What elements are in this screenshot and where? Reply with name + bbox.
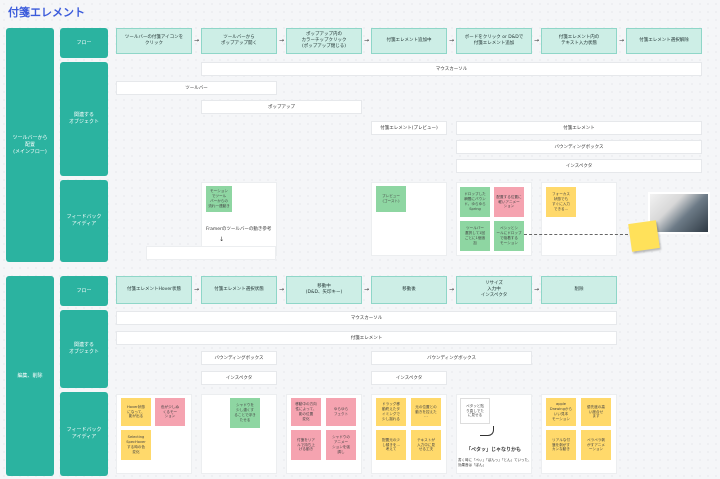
row-label-feedback: フィードバック アイディア (60, 180, 108, 262)
flow-step-2[interactable]: ツールバーから ポップアップ開く (201, 28, 277, 54)
object-toolbar: ツールバー (116, 81, 277, 95)
sticky-repaste[interactable]: ペタッと貼 り直しでた に見せる (460, 398, 490, 424)
edit-step-5[interactable]: リサイズ 入力中 インスペクタ (456, 276, 532, 304)
sticky-hover-shadow[interactable]: Hover状態 になって、 影が出る (121, 398, 151, 426)
object-popup: ポップアップ (201, 100, 362, 114)
object-inspector: インスペクタ (456, 159, 702, 173)
arrow-right-icon: → (534, 37, 540, 44)
arrow-right-icon: → (364, 286, 370, 293)
row-label-objects: 関連する オブジェクト (60, 62, 108, 176)
arrow-right-icon: → (534, 286, 540, 293)
sticky-drop-bounce[interactable]: ドロップした 瞬間にバウン ド。ゆらゆら Spring (460, 187, 490, 217)
row-label-objects-edit: 関連する オブジェクト (60, 310, 108, 388)
arrow-right-icon: → (619, 37, 625, 44)
sticky-shadow-animation[interactable]: シャドウの アニメー ションを強 調し (326, 430, 356, 460)
sticky-place-animation[interactable]: 配置する位置に 軽いアニメー ション (494, 187, 524, 217)
framer-reference-label: Framerのツールバーの動き参考 (206, 227, 272, 232)
edit-object-bbox-1: バウンディングボックス (201, 351, 277, 365)
flow-step-5[interactable]: ボードをクリック or D&Dで 付箋エレメント追加 (456, 28, 532, 54)
arrow-right-icon: → (364, 37, 370, 44)
sticky-illustration-image (628, 220, 660, 252)
edit-object-bbox-2: バウンディングボックス (371, 351, 532, 365)
sticky-text-input-idea[interactable]: テキストが 入力中に見 せる工夫 (411, 430, 441, 460)
sticky-peel-motion[interactable]: リアルな付 箋を剥がす カンな動き (546, 430, 576, 460)
edit-step-2[interactable]: 付箋エレメント選択状態 (201, 276, 277, 304)
sound-effect-note: 書く時に「ぺぃ」「ぽんっ」「とん」ていった、効果音は「ぽん」 (458, 458, 532, 467)
sticky-select-shadow[interactable]: シャドウを 少し濃くす ることで浮き たせる (230, 398, 260, 428)
flow-step-7[interactable]: 付箋エレメント選択解除 (626, 28, 702, 54)
row-label-flow-edit: フロー (60, 276, 108, 306)
sticky-focus-input[interactable]: フォーカス 状態でも すぐに入力 できる... (546, 187, 576, 217)
arrow-right-icon: → (194, 37, 200, 44)
flow-step-6[interactable]: 付箋エレメント内の テキスト入力状態 (541, 28, 617, 54)
object-element-preview: 付箋エレメント(プレビュー) (371, 121, 447, 135)
peta-idea-label: 「ペタッ」じゃなりかも (466, 447, 522, 453)
sticky-stick-motion[interactable]: ペシッとシ ールにドロップ で吸着する モーション (494, 221, 524, 251)
arrow-right-icon: → (449, 286, 455, 293)
page-title: 付箋エレメント (8, 6, 85, 19)
lane-edit-delete: 編集、削除 (6, 276, 54, 476)
sticky-motion-note[interactable]: モーション でツール バーからの 流れ一連動き (206, 186, 232, 212)
edit-step-1[interactable]: 付箋エレメントHover状態 (116, 276, 192, 304)
flow-step-3[interactable]: ポップアップ内の カラーチップクリック (ポップアップ閉じる) (286, 28, 362, 54)
sticky-move-shadow[interactable]: 移動中の方向 性によって、 影の位置 変化 (291, 398, 321, 426)
edit-object-inspector-2: インスペクタ (371, 371, 447, 385)
arrow-right-icon: → (194, 286, 200, 293)
object-bounding-box: バウンディングボックス (456, 140, 702, 154)
sticky-priority[interactable]: 優先度の高 い度合せ ます (581, 398, 611, 426)
edit-object-element: 付箋エレメント (116, 331, 617, 345)
flow-step-4[interactable]: 付箋エレメント追加中 (371, 28, 447, 54)
sticky-origin-motion[interactable]: 元の位置との 動きを控えた ... (411, 398, 441, 426)
sticky-lift-motion[interactable]: 付箋をリア ルで持ち上 げる動き (291, 430, 321, 460)
sticky-spec-hover[interactable]: Selecting SpecHover する時の色 変化 (121, 430, 151, 460)
arrow-right-icon: → (279, 37, 285, 44)
object-mouse-cursor: マウスカーソル (201, 62, 702, 76)
edit-step-6[interactable]: 削除 (541, 276, 617, 304)
edit-step-4[interactable]: 移動後 (371, 276, 447, 304)
object-element: 付箋エレメント (456, 121, 702, 135)
arrow-right-icon: → (279, 286, 285, 293)
toolbar-reference-strip (146, 246, 276, 260)
sticky-toolbar-add[interactable]: ツールバー 選択して1回 ごとに1個追 加 (460, 221, 490, 251)
sticky-wobble-effect[interactable]: ゆらゆら フェクト (326, 398, 356, 426)
curve-arrow-icon (480, 426, 494, 436)
row-label-flow: フロー (60, 28, 108, 58)
connector-line (524, 234, 628, 235)
row-label-feedback-edit: フィードバック アイディア (60, 392, 108, 476)
arrow-down-icon: ↓ (219, 236, 225, 243)
arrow-right-icon: → (449, 37, 455, 44)
sticky-tilt-consider[interactable]: 配置元の少 し傾きを... 考えて (376, 430, 406, 460)
sticky-peel-animation[interactable]: ペラペラ剥 がすアニメ ーション (581, 430, 611, 460)
sticky-color-motion[interactable]: 色が少しぬ くるモー ション (155, 398, 185, 426)
tablet-photo-image (648, 192, 710, 234)
lane-main-flow: ツールバーから 配置 (メインフロー) (6, 28, 54, 262)
edit-object-inspector-1: インスペクタ (201, 371, 277, 385)
sticky-preview-ghost[interactable]: プレビュー (ゴースト) (376, 186, 406, 212)
edit-step-3[interactable]: 移動中 (D&D、矢印キー) (286, 276, 362, 304)
flow-step-1[interactable]: ツールバーの付箋アイコンを クリック (116, 28, 192, 54)
edit-object-mouse-cursor: マウスカーソル (116, 311, 617, 325)
sticky-drop-wobble[interactable]: ドラッグ移 動終えたタ イミングで 少し揺れる (376, 398, 406, 426)
sticky-apple-drawing[interactable]: apple Drawingから いい見本 モーション (546, 398, 576, 426)
